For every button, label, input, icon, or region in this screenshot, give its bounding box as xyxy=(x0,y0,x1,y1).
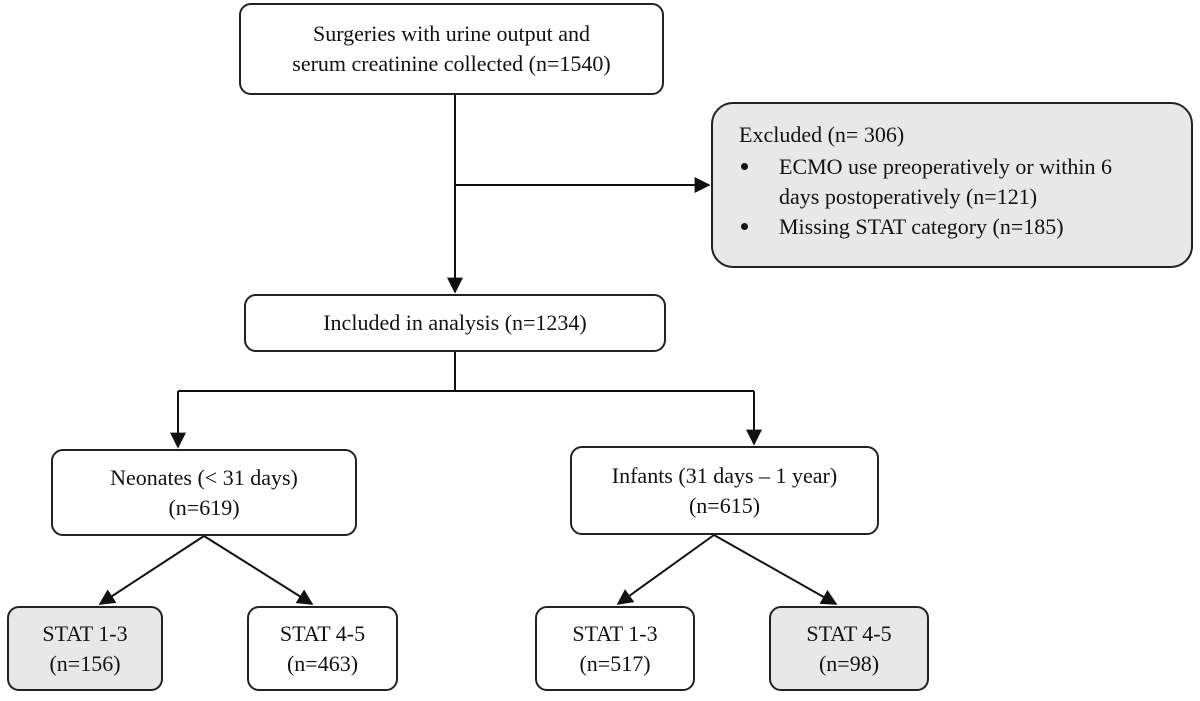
arrow-neonates-to-stat45 xyxy=(203,535,314,605)
included-in-analysis-box: Included in analysis (n=1234) xyxy=(244,294,666,352)
infants-stat-4-5-box: STAT 4-5 (n=98) xyxy=(769,606,929,691)
neonates-stat-4-5-label: STAT 4-5 xyxy=(279,620,366,646)
excluded-title: Excluded (n= 306) xyxy=(739,122,905,147)
neonates-stat-1-3-box: STAT 1-3 (n=156) xyxy=(7,606,163,691)
excluded-reason-ecmo-line2: days postoperatively (n=121) xyxy=(779,184,1038,209)
infants-label: Infants (31 days – 1 year) xyxy=(611,462,838,488)
neonates-count: (n=619) xyxy=(168,494,240,520)
infants-box: Infants (31 days – 1 year) (n=615) xyxy=(570,446,879,535)
arrow-neonates-to-stat13 xyxy=(98,535,205,605)
bullet-icon xyxy=(741,223,748,230)
arrow-infants-to-stat13 xyxy=(616,534,715,605)
excluded-reasons-list: ECMO use preoperatively or within 6 days… xyxy=(739,152,1112,242)
excluded-reason-missing-stat-text: Missing STAT category (n=185) xyxy=(779,214,1064,239)
neonates-stat-1-3-label: STAT 1-3 xyxy=(42,620,128,646)
excluded-box: Excluded (n= 306) ECMO use preoperativel… xyxy=(711,102,1193,268)
excluded-reason-ecmo: ECMO use preoperatively or within 6 days… xyxy=(739,152,1112,212)
surgeries-collected-box: Surgeries with urine output and serum cr… xyxy=(239,3,664,95)
neonates-label: Neonates (< 31 days) xyxy=(110,464,298,490)
surgeries-collected-line2: serum creatinine collected (n=1540) xyxy=(292,51,611,76)
neonates-stat-1-3-count: (n=156) xyxy=(49,650,121,676)
infants-stat-4-5-count: (n=98) xyxy=(818,650,880,676)
arrow-infants-to-stat45 xyxy=(713,534,838,605)
surgeries-collected-line1: Surgeries with urine output and xyxy=(313,21,590,46)
infants-count: (n=615) xyxy=(688,492,761,518)
infants-stat-1-3-box: STAT 1-3 (n=517) xyxy=(535,606,695,691)
excluded-reason-ecmo-line1: ECMO use preoperatively or within 6 xyxy=(779,154,1112,179)
infants-stat-1-3-label: STAT 1-3 xyxy=(572,620,658,646)
neonates-stat-4-5-box: STAT 4-5 (n=463) xyxy=(247,606,398,691)
infants-stat-4-5-label: STAT 4-5 xyxy=(806,620,892,646)
infants-stat-1-3-count: (n=517) xyxy=(579,650,651,676)
bullet-icon xyxy=(741,163,748,170)
included-label: Included in analysis (n=1234) xyxy=(323,310,587,335)
neonates-stat-4-5-count: (n=463) xyxy=(286,650,359,676)
excluded-reason-missing-stat: Missing STAT category (n=185) xyxy=(739,212,1112,242)
neonates-box: Neonates (< 31 days) (n=619) xyxy=(51,449,357,536)
